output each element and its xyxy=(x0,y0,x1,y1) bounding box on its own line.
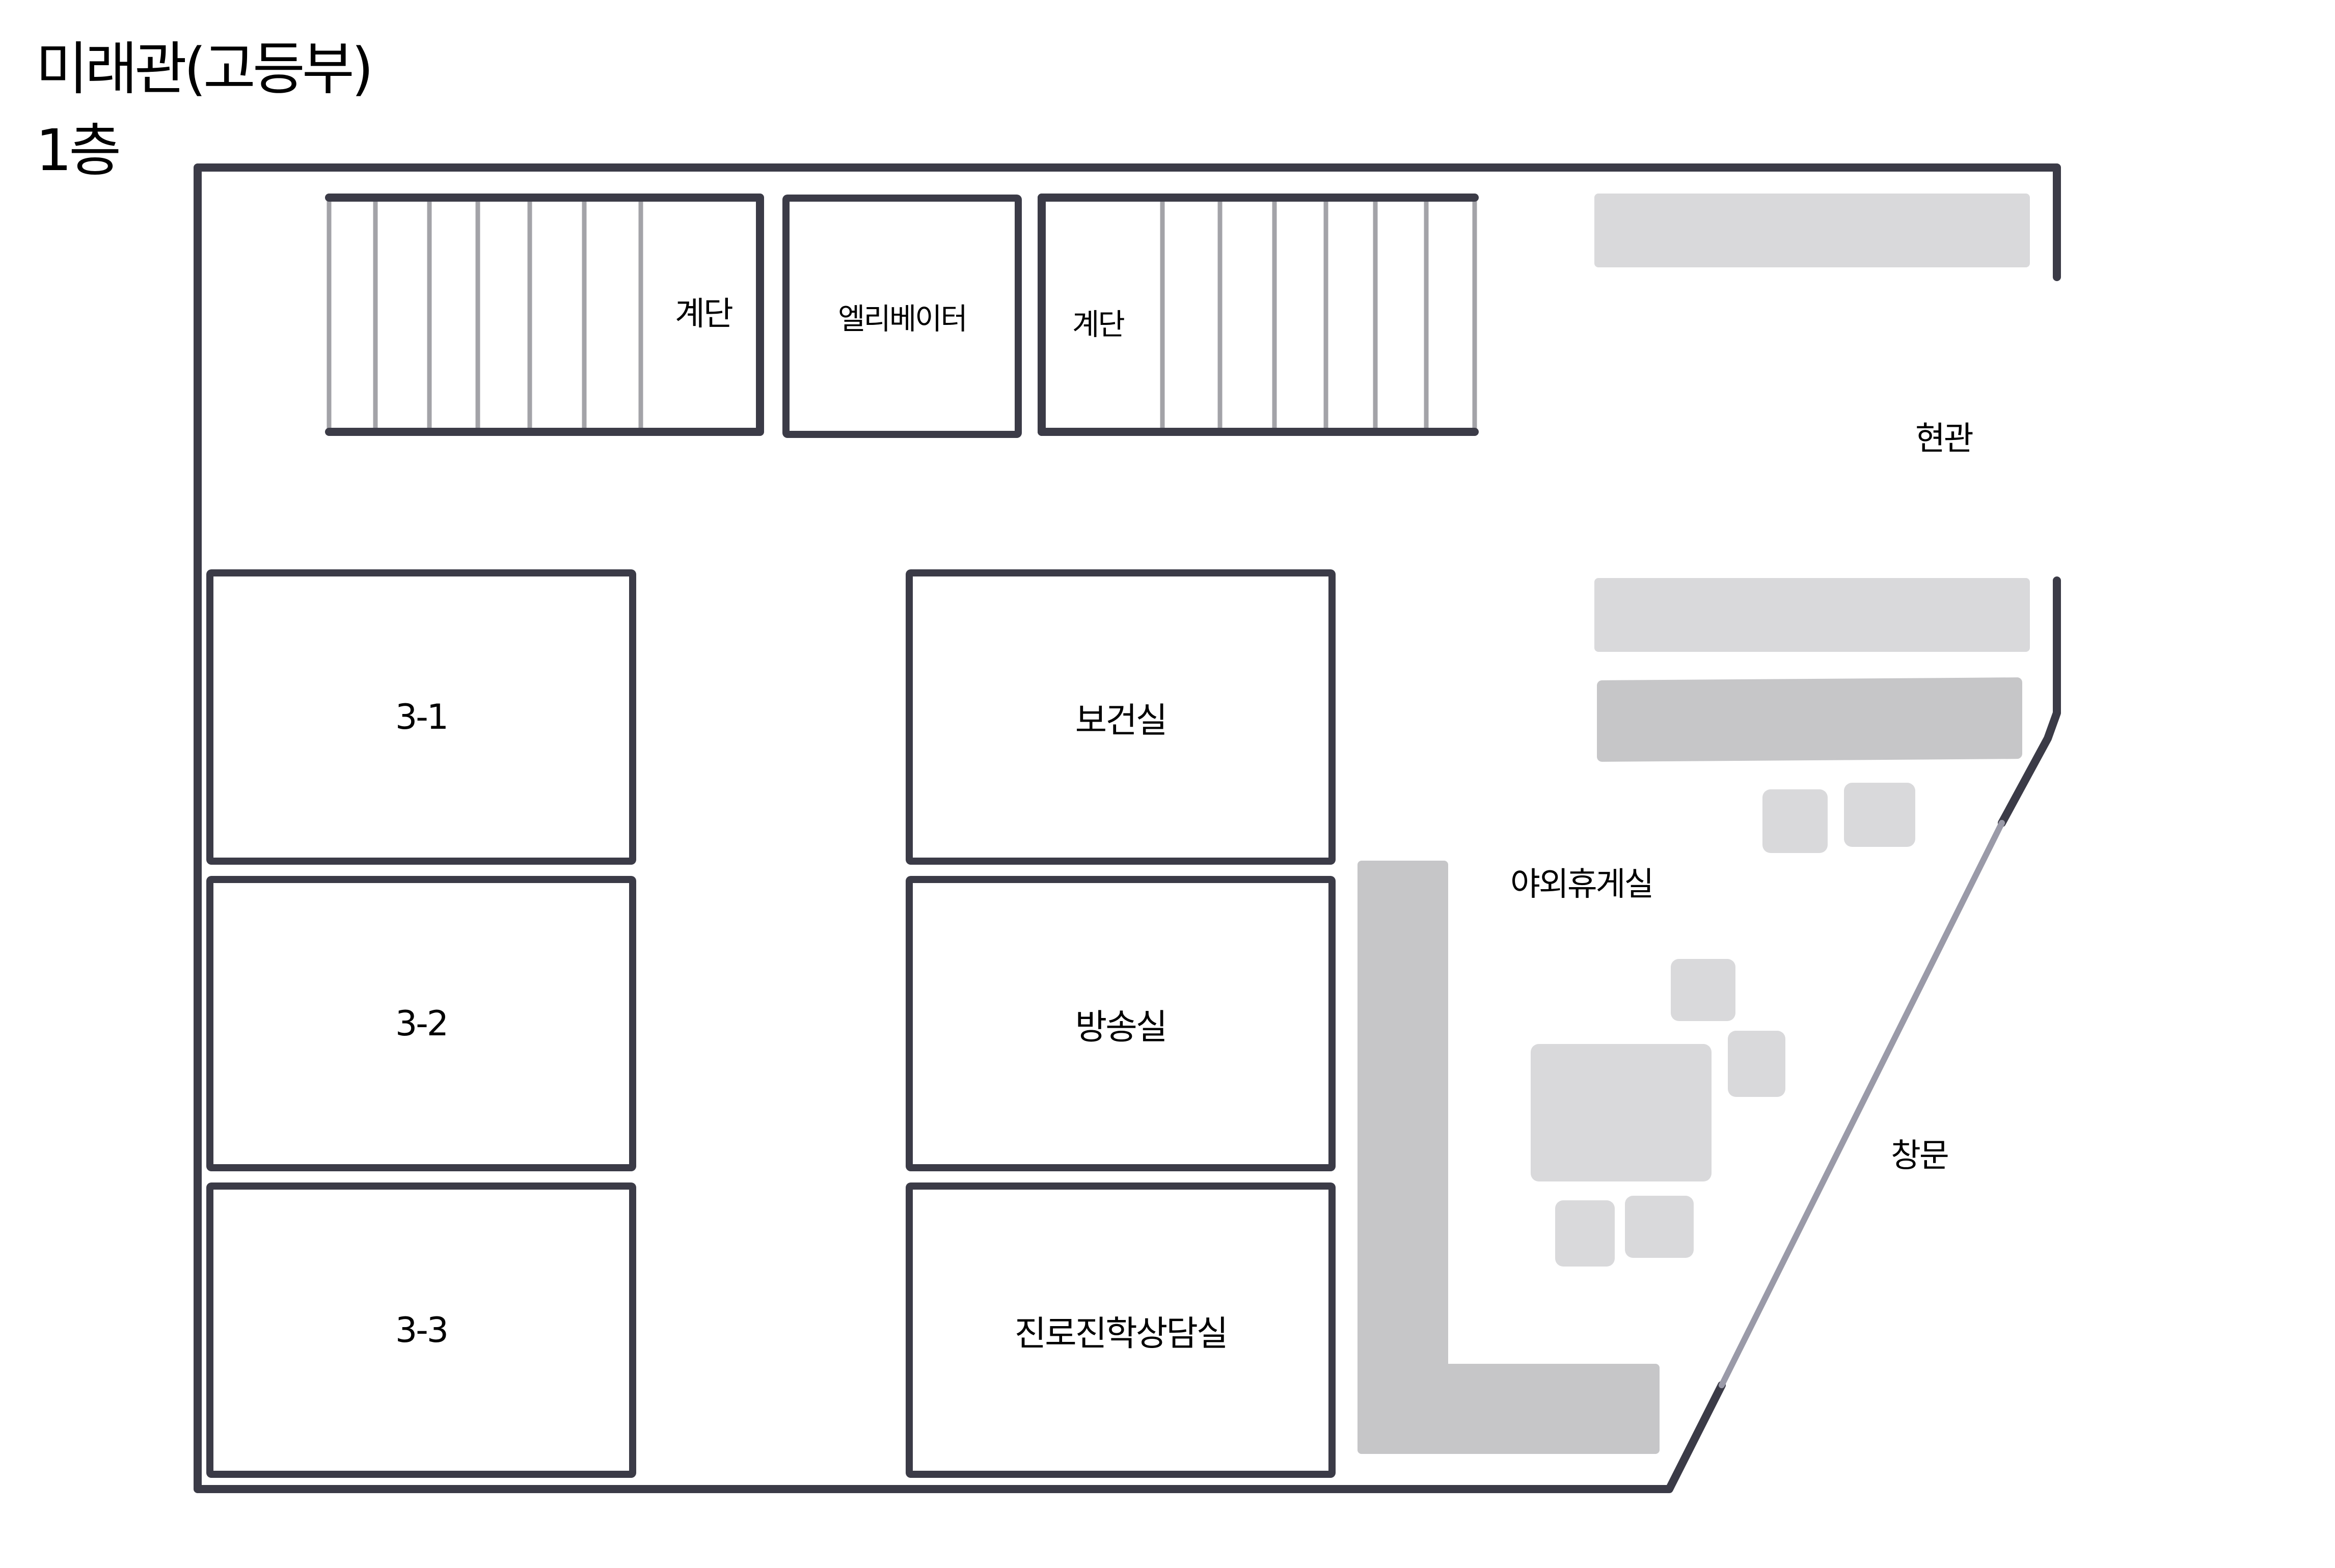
elevator[interactable]: 엘리베이터 xyxy=(782,195,1022,438)
floor-title: 1층 xyxy=(36,118,121,184)
classroom-label: 3-1 xyxy=(395,697,449,737)
classroom-label: 3-3 xyxy=(395,1310,449,1351)
stairs-left-label: 계단 xyxy=(675,295,734,333)
window-line xyxy=(1719,820,2005,1388)
lounge-counter xyxy=(1597,677,2022,762)
stairs-left-lines xyxy=(327,199,643,430)
entrance-bench-top xyxy=(1594,194,2030,267)
classroom-label: 3-2 xyxy=(395,1003,449,1044)
lounge-seat xyxy=(1728,1031,1785,1097)
building-title: 미래관(고등부) xyxy=(36,36,374,102)
outdoor-lounge-label: 야외휴게실 xyxy=(1510,866,1654,903)
stairs-left-frame xyxy=(325,194,764,436)
lounge-seat xyxy=(1671,959,1735,1021)
classroom-3-3[interactable]: 3-3 xyxy=(206,1182,636,1478)
outer-wall xyxy=(194,163,2061,1493)
classroom-3-1[interactable]: 3-1 xyxy=(206,569,636,865)
window-label: 창문 xyxy=(1891,1137,1949,1175)
stairs-right-lines xyxy=(1160,199,1477,430)
entrance-label: 현관 xyxy=(1915,420,1974,458)
elevator-label: 엘리베이터 xyxy=(838,301,968,336)
stairs-right-label: 계단 xyxy=(1072,307,1125,342)
office-label: 진로진학상담실 xyxy=(1014,1313,1229,1354)
broadcast-room[interactable]: 방송실 xyxy=(906,876,1336,1171)
lounge-seat xyxy=(1844,783,1915,847)
office-label: 방송실 xyxy=(1075,1007,1168,1048)
l-bench-vertical xyxy=(1357,861,1448,1454)
outer-wall-lower-right xyxy=(1998,576,2061,827)
l-bench-horizontal xyxy=(1357,1364,1660,1454)
entrance-bench-bottom xyxy=(1594,578,2030,652)
lounge-seat xyxy=(1555,1200,1615,1267)
office-label: 보건실 xyxy=(1075,700,1168,741)
stairs-right-frame xyxy=(1038,194,1479,436)
lounge-seat xyxy=(1762,789,1828,853)
health-room[interactable]: 보건실 xyxy=(906,569,1336,865)
career-counseling-room[interactable]: 진로진학상담실 xyxy=(906,1182,1336,1478)
lounge-table xyxy=(1531,1044,1712,1181)
classroom-3-2[interactable]: 3-2 xyxy=(206,876,636,1171)
lounge-seat xyxy=(1625,1196,1694,1258)
